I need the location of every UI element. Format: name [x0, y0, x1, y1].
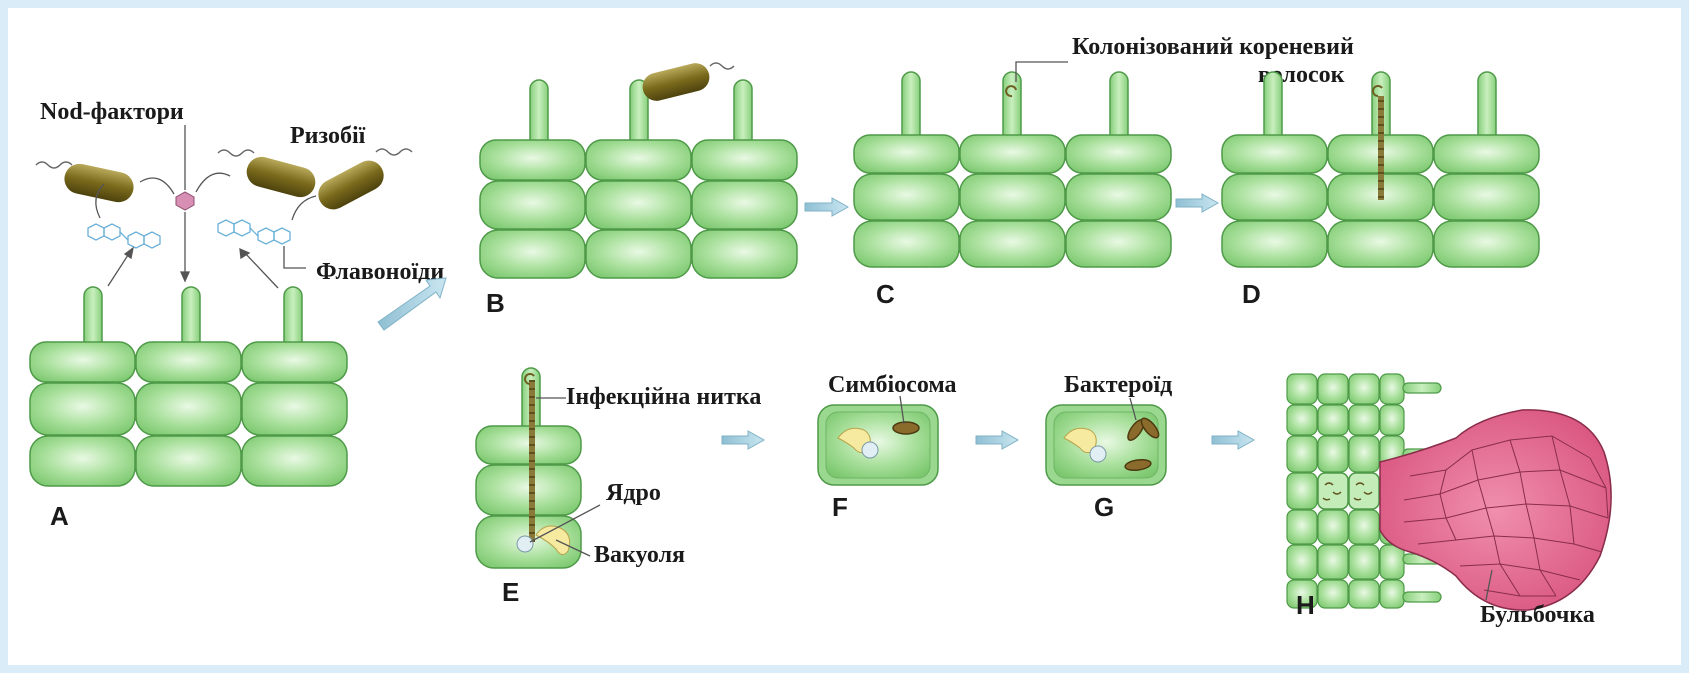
panel-a-tissue [30, 287, 347, 486]
signal-arrows-a [96, 125, 316, 288]
nodule-h [1380, 410, 1611, 610]
panel-label-f: F [832, 492, 848, 522]
flavonoid-icon-right [218, 220, 290, 244]
panel-label-g: G [1094, 492, 1114, 522]
bacteroid-label: Бактероїд [1064, 372, 1172, 398]
nucleus-e [517, 536, 533, 552]
panel-g-cell [1046, 405, 1166, 485]
infected-cells-h [1318, 473, 1379, 509]
vacuole-label: Вакуоля [594, 542, 685, 568]
flavonoid-icon-left [88, 224, 160, 248]
nod-factor-icon [176, 192, 194, 210]
rhizobium-b [640, 60, 734, 104]
arrow-b-to-c [805, 198, 848, 216]
panel-label-d: D [1242, 279, 1261, 309]
symbiosome-label: Симбіосома [828, 372, 957, 398]
arrow-a-to-b [378, 278, 446, 330]
panel-f-cell [818, 405, 938, 485]
arrow-g-to-h [1212, 431, 1254, 449]
panel-label-h: H [1296, 590, 1315, 620]
panel-b-tissue [480, 80, 797, 278]
rhizobium-a1 [36, 161, 136, 205]
nod-factors-label: Nod-фактори [40, 99, 184, 125]
panel-label-c: C [876, 279, 895, 309]
panel-label-e: E [502, 577, 519, 607]
flavonoids-label: Флавоноїди [316, 259, 444, 285]
rhizobium-a2 [218, 150, 319, 201]
nucleus-label: Ядро [606, 480, 661, 506]
panel-c-tissue [854, 72, 1171, 267]
arrow-e-to-f [722, 431, 764, 449]
arrow-f-to-g [976, 431, 1018, 449]
panel-label-a: A [50, 501, 69, 531]
colonized-hair-leader [1016, 62, 1068, 82]
arrow-c-to-d [1176, 194, 1218, 212]
infection-thread-label: Інфекційна нитка [566, 384, 761, 410]
rhizobia-label: Ризобії [290, 123, 366, 149]
colonized-hair-label-1: Колонізований кореневий [1072, 34, 1354, 60]
rhizobium-a3 [313, 149, 412, 215]
panel-label-b: B [486, 288, 505, 318]
nodule-label: Бульбочка [1480, 602, 1595, 628]
